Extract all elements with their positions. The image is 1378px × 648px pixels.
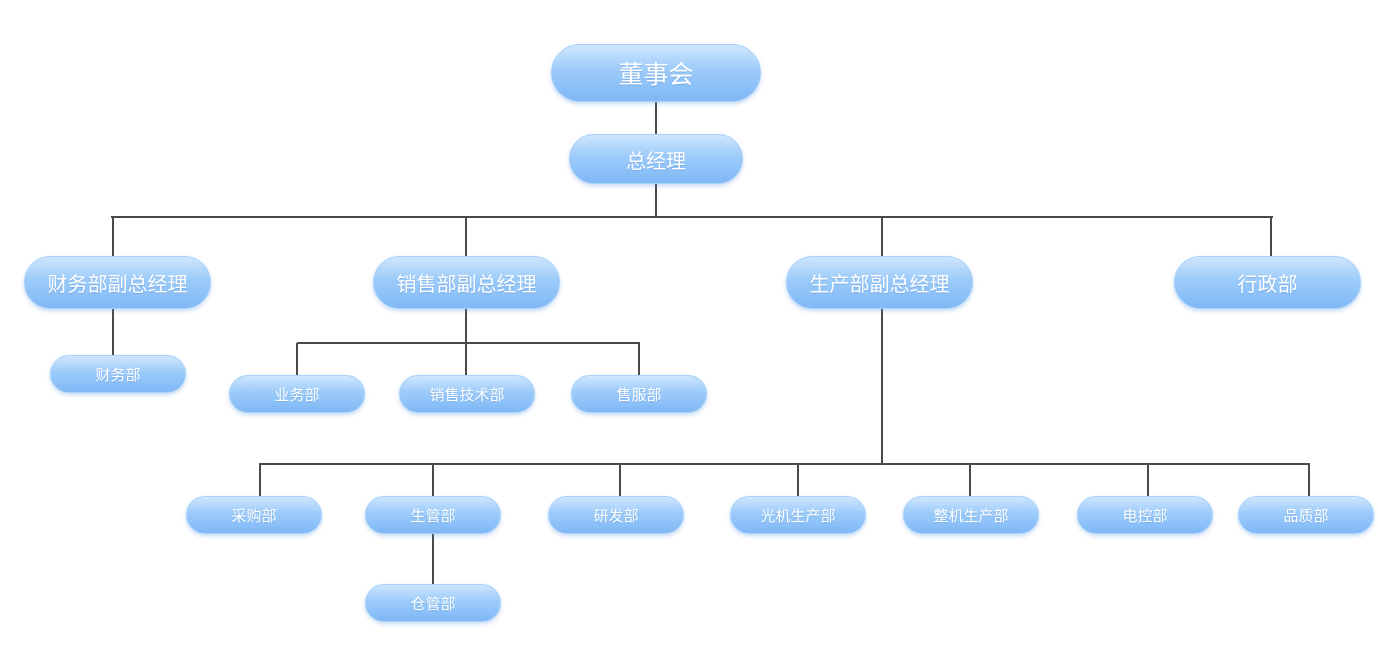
node-business-dept: 业务部 bbox=[229, 375, 365, 413]
node-assembly-production-dept: 整机生产部 bbox=[903, 496, 1039, 534]
node-vp-production: 生产部副总经理 bbox=[786, 256, 973, 309]
node-warehouse-dept: 仓管部 bbox=[365, 584, 501, 622]
node-after-sales-dept: 售服部 bbox=[571, 375, 707, 413]
node-vp-finance: 财务部副总经理 bbox=[24, 256, 211, 309]
node-general-manager: 总经理 bbox=[569, 134, 743, 184]
node-production-mgmt-dept: 生管部 bbox=[365, 496, 501, 534]
node-finance-dept: 财务部 bbox=[50, 355, 186, 393]
node-rnd-dept: 研发部 bbox=[548, 496, 684, 534]
node-electric-control-dept: 电控部 bbox=[1077, 496, 1213, 534]
node-board: 董事会 bbox=[551, 44, 761, 102]
node-optical-production-dept: 光机生产部 bbox=[730, 496, 866, 534]
node-admin-dept: 行政部 bbox=[1174, 256, 1361, 309]
node-quality-dept: 品质部 bbox=[1238, 496, 1374, 534]
node-vp-sales: 销售部副总经理 bbox=[373, 256, 560, 309]
node-purchasing-dept: 采购部 bbox=[186, 496, 322, 534]
node-sales-tech-dept: 销售技术部 bbox=[399, 375, 535, 413]
